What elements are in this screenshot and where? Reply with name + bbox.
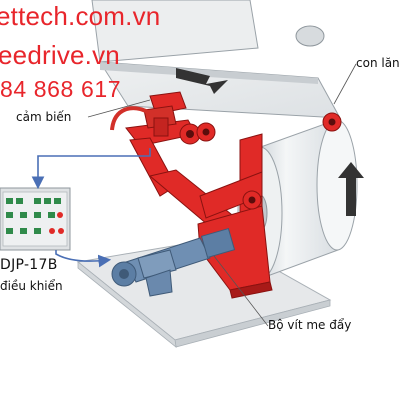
sensor-label: cảm biến — [16, 110, 72, 124]
watermark-line-3: 84 868 617 — [0, 76, 122, 102]
sensor-to-controller-line — [31, 148, 151, 190]
screw-actuator — [111, 227, 236, 297]
screw-callout-line — [213, 255, 269, 327]
direction-arrow-icon — [176, 68, 228, 94]
sensor-callout-line — [87, 99, 151, 118]
watermark-line-2: eedrive.vn — [0, 40, 120, 70]
watermark-line-1: ettech.com.vn — [0, 1, 161, 31]
controller-box — [0, 187, 71, 251]
roll-direction-arrow-icon — [338, 162, 364, 216]
edge-sensor — [110, 91, 187, 137]
controller-label: điều khiển — [0, 279, 63, 293]
controller-to-actuator-line — [55, 250, 112, 268]
roller-label: con lăn — [356, 56, 400, 70]
roller-callout-line — [333, 63, 357, 105]
controller-model-label: DJP-17B — [0, 257, 58, 273]
screw-label: Bộ vít me đẩy — [268, 318, 352, 332]
